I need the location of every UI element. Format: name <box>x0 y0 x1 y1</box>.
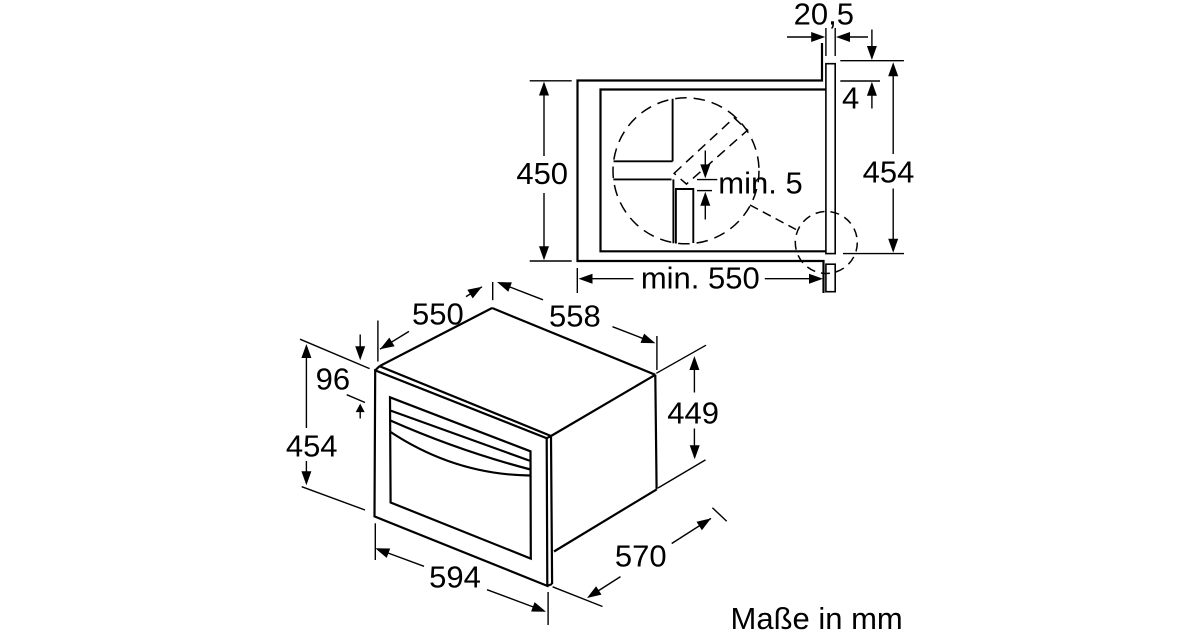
svg-text:454: 454 <box>863 154 915 189</box>
svg-text:450: 450 <box>516 156 568 191</box>
svg-text:min. 550: min. 550 <box>641 260 760 295</box>
svg-text:4: 4 <box>842 81 859 116</box>
svg-text:570: 570 <box>615 538 667 573</box>
svg-text:96: 96 <box>316 362 350 397</box>
svg-text:min. 5: min. 5 <box>718 166 802 201</box>
svg-text:20,5: 20,5 <box>794 0 854 32</box>
svg-text:Maße in mm: Maße in mm <box>731 601 903 630</box>
svg-text:550: 550 <box>412 296 464 331</box>
svg-text:449: 449 <box>667 395 719 430</box>
svg-text:594: 594 <box>429 560 481 595</box>
svg-text:454: 454 <box>286 429 338 464</box>
svg-text:558: 558 <box>549 299 601 334</box>
